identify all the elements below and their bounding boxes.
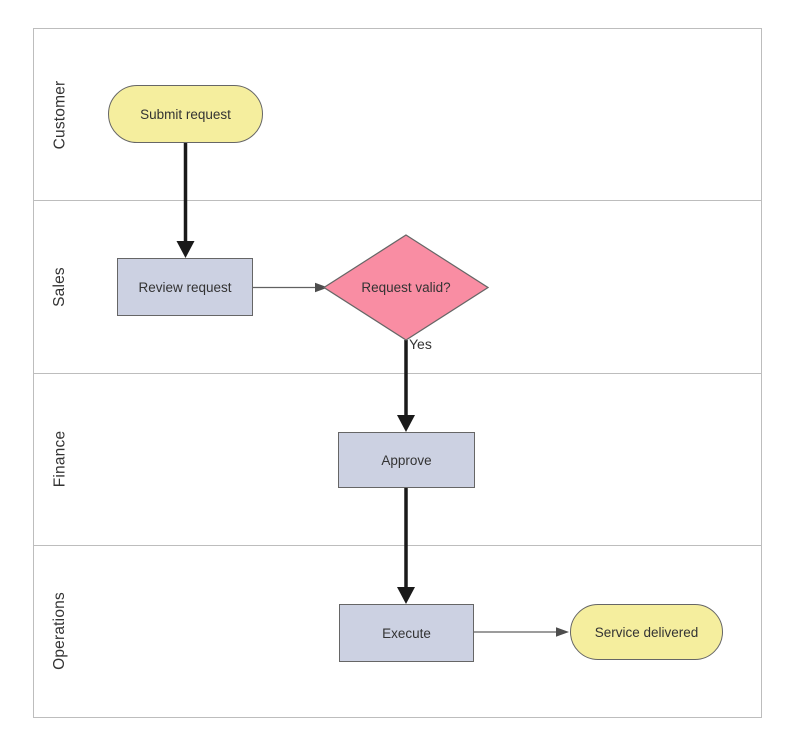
node-submit-request: Submit request — [108, 85, 263, 143]
node-execute: Execute — [339, 604, 474, 662]
lane-label-text: Finance — [51, 430, 69, 488]
lane-label-customer: Customer — [34, 29, 86, 200]
lane-label-text: Sales — [51, 266, 68, 307]
node-label: Service delivered — [594, 624, 699, 640]
node-label: Approve — [381, 452, 432, 468]
lane-label-sales: Sales — [34, 201, 86, 372]
node-approve: Approve — [338, 432, 475, 488]
lane-finance: Finance — [34, 372, 761, 545]
node-request-valid-decision: Request valid? — [322, 234, 490, 341]
lane-label-finance: Finance — [34, 374, 86, 545]
node-label: Request valid? — [361, 280, 451, 295]
lane-label-text: Customer — [51, 80, 69, 150]
edge-label-yes: Yes — [409, 336, 432, 352]
lane-sales: Sales — [34, 200, 761, 372]
lane-label-operations: Operations — [34, 546, 86, 717]
lane-label-text: Operations — [51, 592, 69, 671]
node-label: Execute — [382, 625, 431, 641]
node-service-delivered: Service delivered — [570, 604, 723, 660]
node-label: Submit request — [140, 106, 231, 122]
node-review-request: Review request — [117, 258, 253, 316]
node-label: Review request — [138, 279, 232, 295]
lane-operations: Operations — [34, 544, 761, 717]
